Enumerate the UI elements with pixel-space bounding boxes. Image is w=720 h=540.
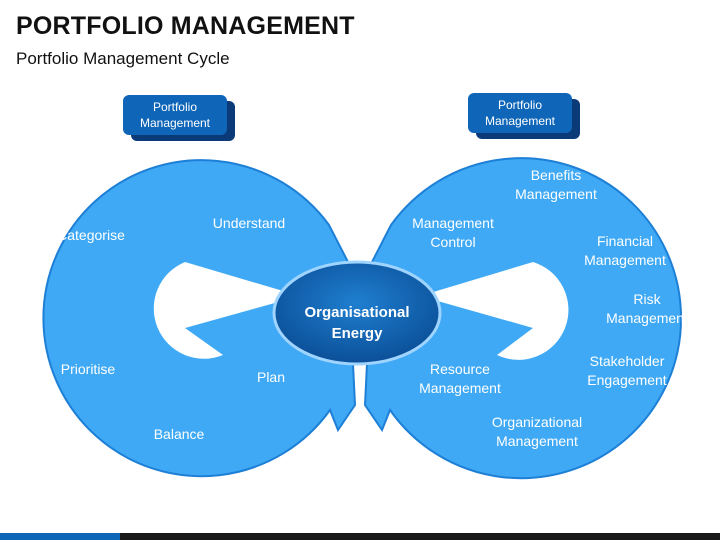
- right-cycle-ring: [363, 157, 682, 480]
- label-risk-management: Risk Management: [606, 291, 688, 326]
- label-resource-management: Resource Management: [419, 361, 501, 396]
- left-cycle-ring: [42, 159, 357, 478]
- left-portfolio-management-tag: Portfolio Management: [123, 95, 227, 135]
- label-prioritise: Prioritise: [60, 361, 116, 377]
- slide-title: PORTFOLIO MANAGEMENT: [16, 12, 355, 40]
- center-label: Organisational Energy: [304, 304, 410, 342]
- label-management-control: Management Control: [412, 215, 494, 250]
- label-financial-management: Financial Management: [584, 233, 666, 268]
- label-benefits-management: Benefits Management: [515, 167, 597, 202]
- label-categorise: Categorise: [57, 227, 125, 243]
- bottom-bar: [0, 533, 720, 540]
- label-organizational-management: Organizational Management: [491, 414, 583, 449]
- label-understand: Understand: [212, 215, 286, 231]
- slide-subtitle: Portfolio Management Cycle: [16, 49, 230, 68]
- label-balance: Balance: [153, 426, 205, 442]
- center-ellipse: [272, 260, 442, 366]
- label-plan: Plan: [256, 369, 286, 385]
- bottom-accent: [0, 533, 120, 540]
- label-stakeholder-engagement: Stakeholder Engagement: [587, 353, 667, 388]
- right-portfolio-management-tag: Portfolio Management: [468, 93, 572, 133]
